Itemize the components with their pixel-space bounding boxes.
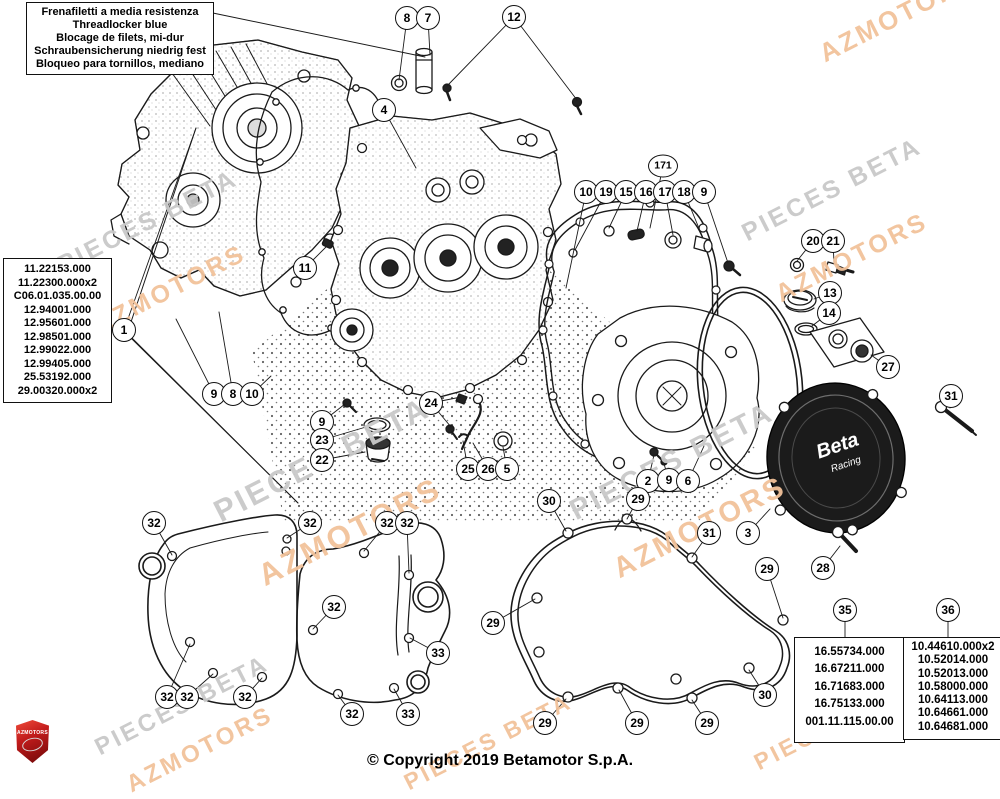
callout-12: 12 bbox=[502, 5, 526, 29]
callout-6: 6 bbox=[676, 469, 700, 493]
callout-35: 35 bbox=[833, 598, 857, 622]
callout-7: 7 bbox=[416, 6, 440, 30]
callout-33: 33 bbox=[396, 702, 420, 726]
callout-30: 30 bbox=[753, 683, 777, 707]
callout-28: 28 bbox=[811, 556, 835, 580]
text-line: 16.67211.000 bbox=[814, 663, 885, 676]
text-line: 16.55734.000 bbox=[814, 646, 885, 658]
text-line: 29.00320.000x2 bbox=[17, 384, 98, 397]
text-line: 12.95601.000 bbox=[23, 317, 92, 329]
parts-diagram-page: Beta Racing bbox=[3, 0, 1000, 798]
copyright-line: © Copyright 2019 Betamotor S.p.A. bbox=[366, 752, 634, 769]
callout-32: 32 bbox=[375, 511, 399, 535]
small-parts-drawing bbox=[321, 47, 977, 553]
cover-oring-drawing bbox=[696, 286, 804, 480]
text-line: 10.44610.000x2 bbox=[911, 641, 995, 653]
callout-32: 32 bbox=[340, 702, 364, 726]
leader-line-12 bbox=[513, 16, 578, 101]
callout-33: 33 bbox=[426, 641, 450, 665]
leader-line-8 bbox=[218, 311, 234, 395]
callout-4: 4 bbox=[372, 98, 396, 122]
callout-5: 5 bbox=[495, 457, 519, 481]
callout-29: 29 bbox=[626, 487, 650, 511]
leader-line-10 bbox=[565, 191, 587, 289]
text-line: 001.11.115.00.00 bbox=[805, 715, 894, 728]
callout-32: 32 bbox=[142, 511, 166, 535]
callout-32: 32 bbox=[233, 685, 257, 709]
crankcase-gasket-drawing bbox=[138, 514, 451, 706]
text-line: Schraubensicherung niedrig fest bbox=[34, 44, 206, 57]
callout-171: 171 bbox=[648, 154, 678, 178]
callout-21: 21 bbox=[821, 229, 845, 253]
left-crankcase-drawing bbox=[110, 39, 361, 297]
callout-15: 15 bbox=[614, 180, 638, 204]
text-line: 10.52014.000 bbox=[917, 654, 989, 667]
text-line: 12.98501.000 bbox=[23, 330, 92, 343]
text-line: 16.75133.000 bbox=[814, 698, 885, 711]
callout-24: 24 bbox=[419, 391, 443, 415]
leader-line-12 bbox=[446, 16, 515, 87]
leader-line-1 bbox=[123, 329, 299, 504]
callout-32: 32 bbox=[395, 511, 419, 535]
callout-11: 11 bbox=[293, 256, 317, 280]
callout-27: 27 bbox=[876, 355, 900, 379]
callout-9: 9 bbox=[692, 180, 716, 204]
callout-29: 29 bbox=[533, 711, 557, 735]
right-crankcase-drawing bbox=[330, 112, 562, 399]
black-clutch-cover-drawing: Beta Racing bbox=[766, 382, 907, 536]
clutch-cover-gasket-drawing bbox=[510, 513, 791, 705]
text-line: 11.22153.000 bbox=[24, 263, 91, 275]
callout-36: 36 bbox=[936, 598, 960, 622]
text-line: 10.58000.000 bbox=[917, 680, 989, 693]
text-line: Threadlocker blue bbox=[72, 18, 168, 31]
text-line: Blocage de filets, mi-dur bbox=[56, 31, 184, 44]
text-line: 10.64661.000 bbox=[917, 707, 989, 720]
callout-29: 29 bbox=[755, 557, 779, 581]
text-line: 10.64113.000 bbox=[918, 694, 988, 707]
azmotors-logo-text: AZMOTORS bbox=[17, 730, 48, 736]
callout-29: 29 bbox=[481, 611, 505, 635]
leader-line-9 bbox=[175, 318, 215, 395]
text-line: 16.71683.000 bbox=[814, 680, 885, 693]
callout-29: 29 bbox=[625, 711, 649, 735]
callout-3: 3 bbox=[736, 521, 760, 545]
text-line: 12.94001.000 bbox=[23, 303, 92, 316]
text-line: Bloqueo para tornillos, mediano bbox=[35, 57, 205, 70]
part-numbers-box-35: 16.55734.000 16.67211.000 16.71683.000 16.7… bbox=[794, 637, 905, 743]
callout-17: 17 bbox=[653, 180, 677, 204]
text-line: Frenafiletti a media resistenza bbox=[41, 6, 199, 18]
callout-10: 10 bbox=[240, 382, 264, 406]
callout-31: 31 bbox=[939, 384, 963, 408]
callout-29: 29 bbox=[695, 711, 719, 735]
callout-32: 32 bbox=[298, 511, 322, 535]
callout-32: 32 bbox=[322, 595, 346, 619]
callout-30: 30 bbox=[537, 489, 561, 513]
callout-32: 32 bbox=[155, 685, 179, 709]
callout-22: 22 bbox=[310, 448, 334, 472]
text-line: 12.99022.000 bbox=[23, 344, 92, 356]
text-line: 12.99405.000 bbox=[23, 357, 92, 370]
text-line: 11.22300.000x2 bbox=[18, 276, 97, 289]
callout-31: 31 bbox=[697, 521, 721, 545]
callout-1: 1 bbox=[112, 318, 136, 342]
exploded-diagram: Beta Racing bbox=[110, 11, 977, 724]
callout-32: 32 bbox=[175, 685, 199, 709]
callout-14: 14 bbox=[817, 301, 841, 325]
leader-line-9 bbox=[703, 191, 729, 264]
text-line: 10.64681.000 bbox=[917, 720, 989, 733]
text-line: C06.01.035.00.00 bbox=[13, 290, 102, 302]
callout-8: 8 bbox=[395, 6, 419, 30]
text-line: 25.53192.000 bbox=[23, 371, 92, 383]
text-line: 10.52013.000 bbox=[917, 667, 989, 680]
leader-line-1 bbox=[123, 127, 197, 331]
